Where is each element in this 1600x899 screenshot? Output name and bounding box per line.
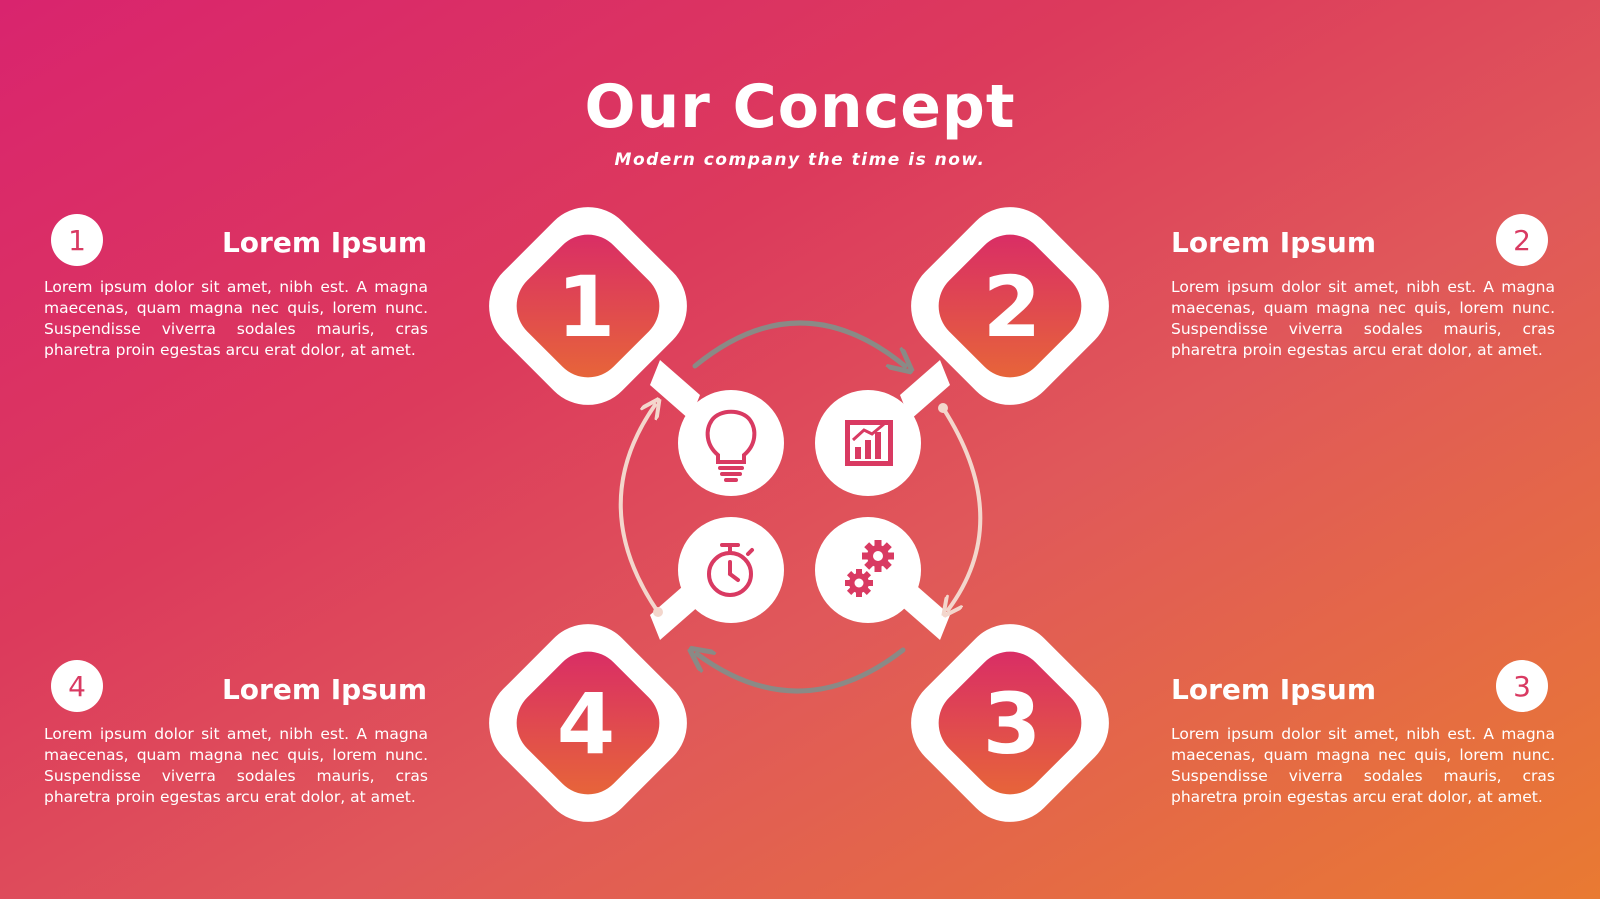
page-title: Our Concept bbox=[584, 72, 1016, 142]
step-3-heading: Lorem Ipsum bbox=[1171, 673, 1377, 706]
gears-circle bbox=[815, 517, 921, 623]
node-2-number: 2 bbox=[983, 258, 1041, 356]
step-4-heading: Lorem Ipsum bbox=[221, 673, 427, 706]
bar-chart-icon bbox=[845, 420, 893, 466]
step-2-badge: 2 bbox=[1496, 214, 1548, 266]
arrow-2-to-3-dot bbox=[938, 403, 948, 413]
arrow-1-to-2 bbox=[692, 320, 905, 366]
lightbulb-icon bbox=[705, 409, 757, 482]
arrow-3-to-4 bbox=[697, 650, 906, 694]
step-2-heading: Lorem Ipsum bbox=[1171, 226, 1377, 259]
node-1-tile bbox=[516, 234, 660, 378]
arrow-4-to-1 bbox=[618, 405, 658, 614]
step-1-text: Lorem ipsum dolor sit amet, nibh est. A … bbox=[44, 278, 428, 359]
node-3-number: 3 bbox=[983, 675, 1041, 773]
arrow-4-to-1-dot bbox=[653, 607, 663, 617]
node-3-tile bbox=[938, 651, 1082, 795]
gears-icon bbox=[845, 540, 894, 597]
node-4-number: 4 bbox=[557, 675, 615, 773]
step-3-badge: 3 bbox=[1496, 660, 1548, 712]
node-4-tile bbox=[516, 651, 660, 795]
node-1-number: 1 bbox=[557, 258, 615, 356]
stopwatch-icon bbox=[707, 543, 754, 597]
arrow-2-to-3 bbox=[943, 406, 983, 610]
step-1-heading: Lorem Ipsum bbox=[221, 226, 427, 259]
step-4-text: Lorem ipsum dolor sit amet, nibh est. A … bbox=[44, 725, 428, 806]
lightbulb-circle bbox=[678, 390, 784, 496]
step-4-badge: 4 bbox=[51, 660, 103, 712]
step-1-badge: 1 bbox=[51, 214, 103, 266]
step-2-text: Lorem ipsum dolor sit amet, nibh est. A … bbox=[1171, 278, 1555, 359]
node-2-tile bbox=[938, 234, 1082, 378]
node-tiles bbox=[516, 234, 1082, 795]
step-3-text: Lorem ipsum dolor sit amet, nibh est. A … bbox=[1171, 725, 1555, 806]
page-subtitle: Modern company the time is now. bbox=[614, 150, 986, 170]
